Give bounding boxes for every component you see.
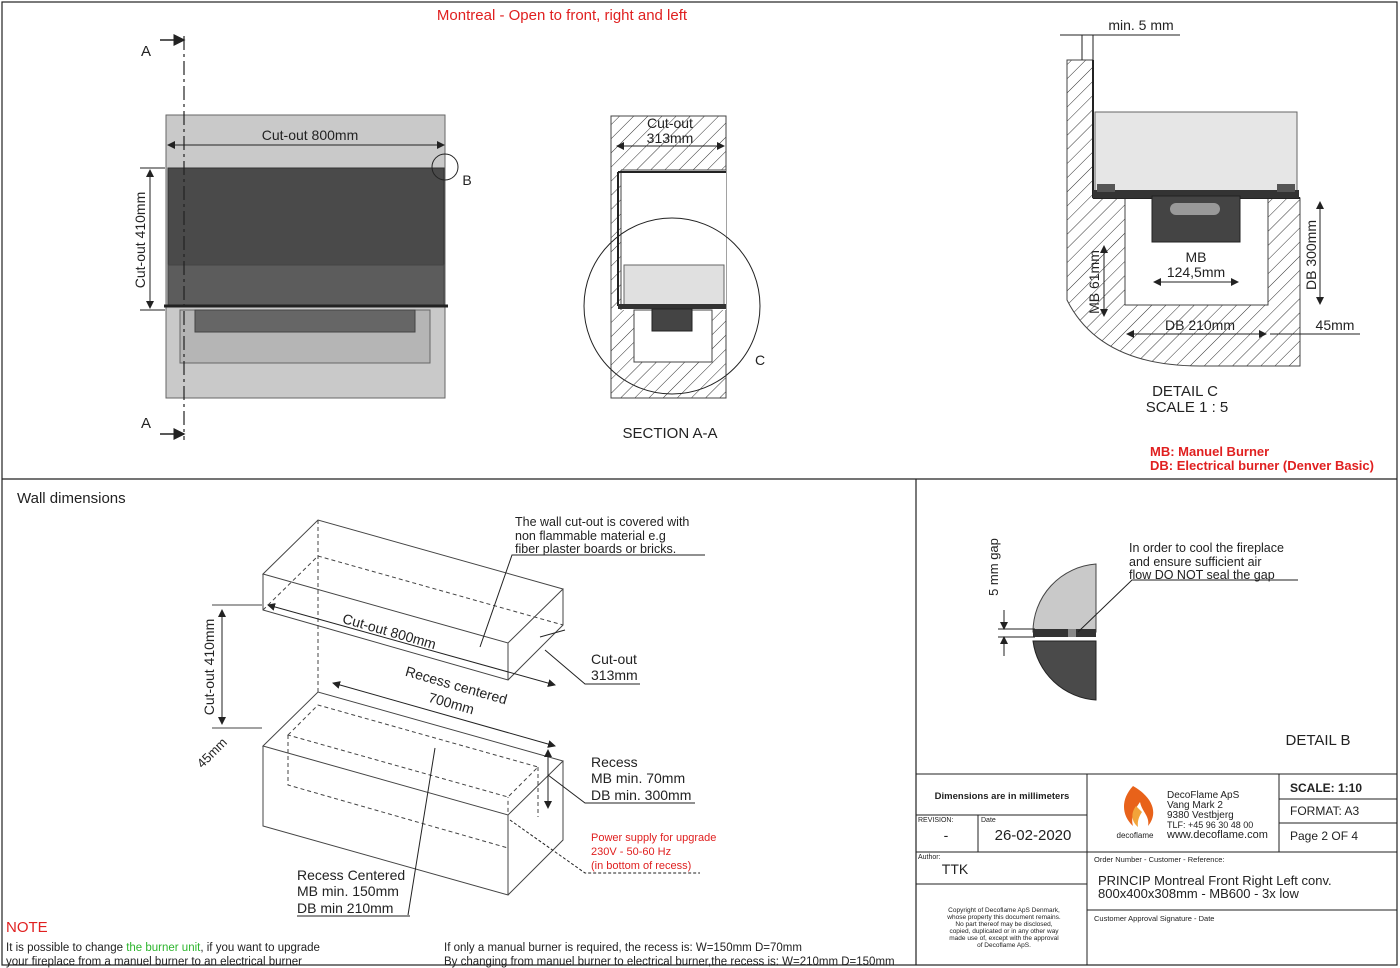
copyright-3: No part thereof may be disclosed, — [955, 921, 1052, 928]
detail-b-caption: DETAIL B — [1285, 732, 1350, 749]
order-label: Order Number - Customer - Reference: — [1094, 855, 1224, 864]
wall-cutout-depth-label: Cut-out — [591, 651, 637, 667]
detail-c-min-gap: min. 5 mm — [1108, 17, 1173, 33]
company-city: 9380 Vestbjerg — [1167, 810, 1234, 821]
section-cutout-value: 313mm — [647, 130, 694, 146]
detail-c-mb-label: MB — [1186, 249, 1207, 265]
company-phone: TLF: +45 96 30 48 00 — [1167, 820, 1253, 830]
company-name: DecoFlame ApS — [1167, 790, 1240, 801]
copyright-1: Copyright of Decoflame ApS Denmark, — [948, 907, 1060, 914]
wall-recess-label: Recess — [591, 754, 638, 770]
wall-recess-db: DB min. 300mm — [591, 787, 691, 803]
detail-c-db-width: DB 210mm — [1165, 317, 1235, 333]
copyright-6: of Decoflame ApS. — [977, 942, 1031, 949]
detail-c-mb-width: 124,5mm — [1167, 264, 1225, 280]
section-aa-caption: SECTION A-A — [622, 425, 717, 442]
recess-centered-db: DB min 210mm — [297, 900, 393, 916]
page-value: Page 2 OF 4 — [1290, 829, 1358, 843]
legend-db: DB: Electrical burner (Denver Basic) — [1150, 458, 1374, 473]
wall-isometric-view — [212, 519, 705, 917]
detail-c-db-depth: DB 300mm — [1303, 220, 1319, 290]
wall-cutout-depth-value: 313mm — [591, 667, 638, 683]
detail-c-marker: C — [755, 352, 765, 368]
revision-value: - — [944, 827, 949, 843]
detail-c-side-gap: 45mm — [1316, 317, 1355, 333]
wall-cutout-height: Cut-out 410mm — [201, 619, 217, 715]
note-heading: NOTE — [6, 919, 48, 936]
detail-c-mb-depth: MB 61mm — [1086, 250, 1102, 314]
logo-text: decoflame — [1117, 831, 1154, 840]
section-aa-view — [583, 115, 761, 399]
decoflame-logo — [1123, 786, 1154, 827]
author-value: TTK — [942, 861, 969, 877]
detail-c-scale: SCALE 1 : 5 — [1146, 399, 1229, 416]
wall-note-line-2: non flammable material e.g — [515, 529, 666, 543]
detail-b-note-3: flow DO NOT seal the gap — [1129, 568, 1275, 582]
legend-mb: MB: Manuel Burner — [1150, 444, 1269, 459]
order-line-1: PRINCIP Montreal Front Right Left conv. — [1098, 873, 1332, 888]
title-block — [915, 773, 1398, 966]
power-supply-line-3: (in bottom of recess) — [591, 860, 691, 872]
wall-note-line-3: fiber plaster boards or bricks. — [515, 542, 676, 556]
wall-note-line-1: The wall cut-out is covered with — [515, 515, 689, 529]
recess-centered-label: Recess Centered — [297, 867, 405, 883]
power-supply-line-1: Power supply for upgrade — [591, 832, 716, 844]
detail-c-view — [1060, 34, 1360, 367]
copyright-5: made use of, except with the approval — [949, 935, 1059, 942]
dims-note: Dimensions are in millimeters — [935, 791, 1070, 802]
power-supply-line-2: 230V - 50-60 Hz — [591, 846, 671, 858]
recess-centered-mb: MB min. 150mm — [297, 883, 399, 899]
copyright-2: whose property this document remains. — [946, 914, 1061, 921]
wall-side-gap: 45mm — [194, 735, 230, 771]
detail-c-caption: DETAIL C — [1152, 383, 1218, 400]
detail-b-view — [998, 563, 1298, 701]
order-line-2: 800x400x308mm - MB600 - 3x low — [1098, 886, 1299, 901]
section-marker-top: A — [141, 43, 151, 60]
date-value: 26-02-2020 — [995, 827, 1072, 844]
company-web: www.decoflame.com — [1166, 829, 1268, 841]
approval-label: Customer Approval Signature - Date — [1094, 914, 1214, 923]
detail-b-note-1: In order to cool the fireplace — [1129, 541, 1284, 555]
detail-b-gap: 5 mm gap — [986, 538, 1001, 596]
section-marker-bottom: A — [141, 415, 151, 432]
wall-recess-mb: MB min. 70mm — [591, 770, 685, 786]
note-line-4: By changing from manuel burner to electr… — [444, 956, 895, 968]
note-line-3: If only a manual burner is required, the… — [444, 942, 802, 954]
note-line-2: your fireplace from a manuel burner to a… — [6, 956, 302, 968]
date-label: Date — [981, 817, 996, 824]
section-cutout-label: Cut-out — [647, 115, 693, 131]
front-cutout-height: Cut-out 410mm — [132, 192, 148, 288]
revision-label: REVISION: — [918, 817, 953, 824]
company-street: Vang Mark 2 — [1167, 800, 1223, 811]
sheet-title: Montreal - Open to front, right and left — [437, 7, 688, 24]
detail-b-marker: B — [462, 172, 471, 188]
note-line-1: It is possible to change the burner unit… — [6, 942, 320, 954]
front-view — [140, 34, 459, 440]
front-cutout-width: Cut-out 800mm — [262, 127, 358, 143]
copyright-4: copied, duplicated or in any other way — [949, 928, 1059, 935]
format-value: FORMAT: A3 — [1290, 804, 1359, 818]
detail-b-note-2: and ensure sufficient air — [1129, 555, 1262, 569]
scale-value: SCALE: 1:10 — [1290, 781, 1362, 795]
author-label: Author: — [918, 854, 941, 861]
wall-dimensions-heading: Wall dimensions — [17, 490, 126, 507]
